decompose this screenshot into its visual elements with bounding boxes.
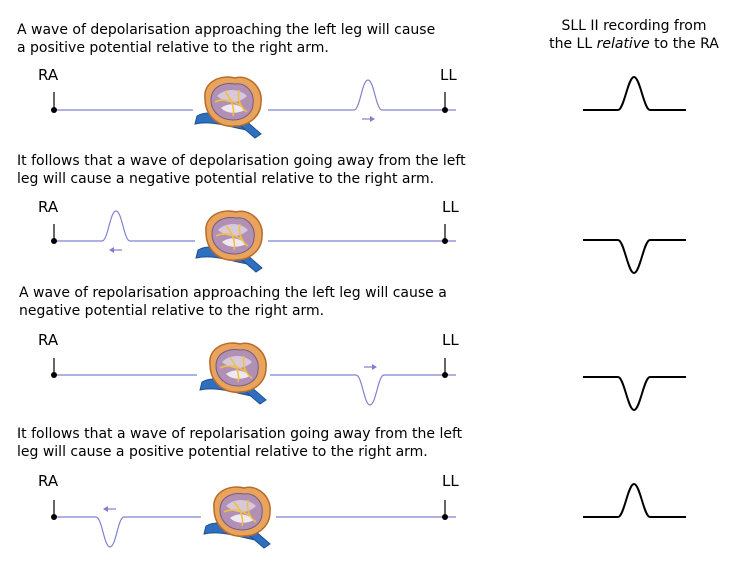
panel-4-ll-label: LL — [442, 472, 459, 490]
panel-3-caption-line2: negative potential relative to the right… — [19, 303, 325, 319]
panel-3-wire-right — [270, 374, 456, 406]
panel-4-recording-trace — [583, 482, 686, 518]
panel-3-caption: A wave of repolarisation approaching the… — [19, 284, 447, 320]
panel-2-caption: It follows that a wave of depolarisation… — [17, 152, 466, 188]
panel-1-ra-electrode — [51, 107, 57, 113]
panel-4-ll-electrode — [442, 514, 448, 520]
recording-header-line1: SLL II recording from — [561, 18, 707, 34]
panel-2-ra-electrode — [51, 238, 57, 244]
panel-3-ll-electrode — [442, 372, 448, 378]
recording-header-pre: the LL — [549, 36, 597, 52]
panel-2-caption-line2: leg will cause a negative potential rela… — [17, 171, 435, 187]
panel-3-ra-electrode — [51, 372, 57, 378]
panel-4-ra-electrode — [51, 514, 57, 520]
panel-3-caption-line1: A wave of repolarisation approaching the… — [19, 285, 447, 301]
recording-header-line2: the LL relative to the RA — [534, 35, 734, 53]
panel-2-recording-trace — [583, 239, 686, 275]
panel-4-caption: It follows that a wave of repolarisation… — [17, 425, 462, 461]
panel-2-ll-electrode — [442, 238, 448, 244]
panel-3-ll-label: LL — [442, 331, 459, 349]
panel-1-ll-label: LL — [440, 66, 457, 84]
heart-icon — [203, 486, 271, 549]
recording-header: SLL II recording from the LL relative to… — [534, 17, 734, 53]
panel-1-caption-line2: a positive potential relative to the rig… — [17, 40, 329, 56]
panel-1-caption-line1: A wave of depolarisation approaching the… — [17, 22, 436, 38]
panel-2-ra-label: RA — [38, 198, 59, 216]
panel-2-ll-label: LL — [442, 198, 459, 216]
panel-2-caption-line1: It follows that a wave of depolarisation… — [17, 153, 466, 169]
panel-2-wire-left — [52, 210, 195, 242]
panel-4-ra-label: RA — [38, 472, 59, 490]
heart-icon — [195, 210, 263, 273]
panel-1-ll-electrode — [442, 107, 448, 113]
panel-1-wire-right — [268, 79, 456, 111]
panel-1-recording-trace — [583, 75, 686, 111]
panel-1-caption: A wave of depolarisation approaching the… — [17, 21, 435, 57]
panel-3-ra-label: RA — [38, 331, 59, 349]
arrow-right-icon-head — [372, 364, 377, 370]
panel-4-caption-line1: It follows that a wave of repolarisation… — [17, 426, 463, 442]
arrow-left-icon-head — [109, 247, 114, 253]
panel-4-wire-left — [52, 516, 201, 548]
arrow-left-icon-head — [103, 506, 108, 512]
heart-icon — [199, 342, 267, 405]
panel-3-recording-trace — [583, 376, 686, 412]
arrow-right-icon-head — [370, 116, 375, 122]
recording-header-emphasis: relative — [596, 36, 650, 52]
panel-4-caption-line2: leg will cause a positive potential rela… — [17, 444, 428, 460]
heart-icon — [194, 76, 262, 139]
panel-1-ra-label: RA — [38, 66, 59, 84]
recording-header-post: to the RA — [649, 36, 719, 52]
